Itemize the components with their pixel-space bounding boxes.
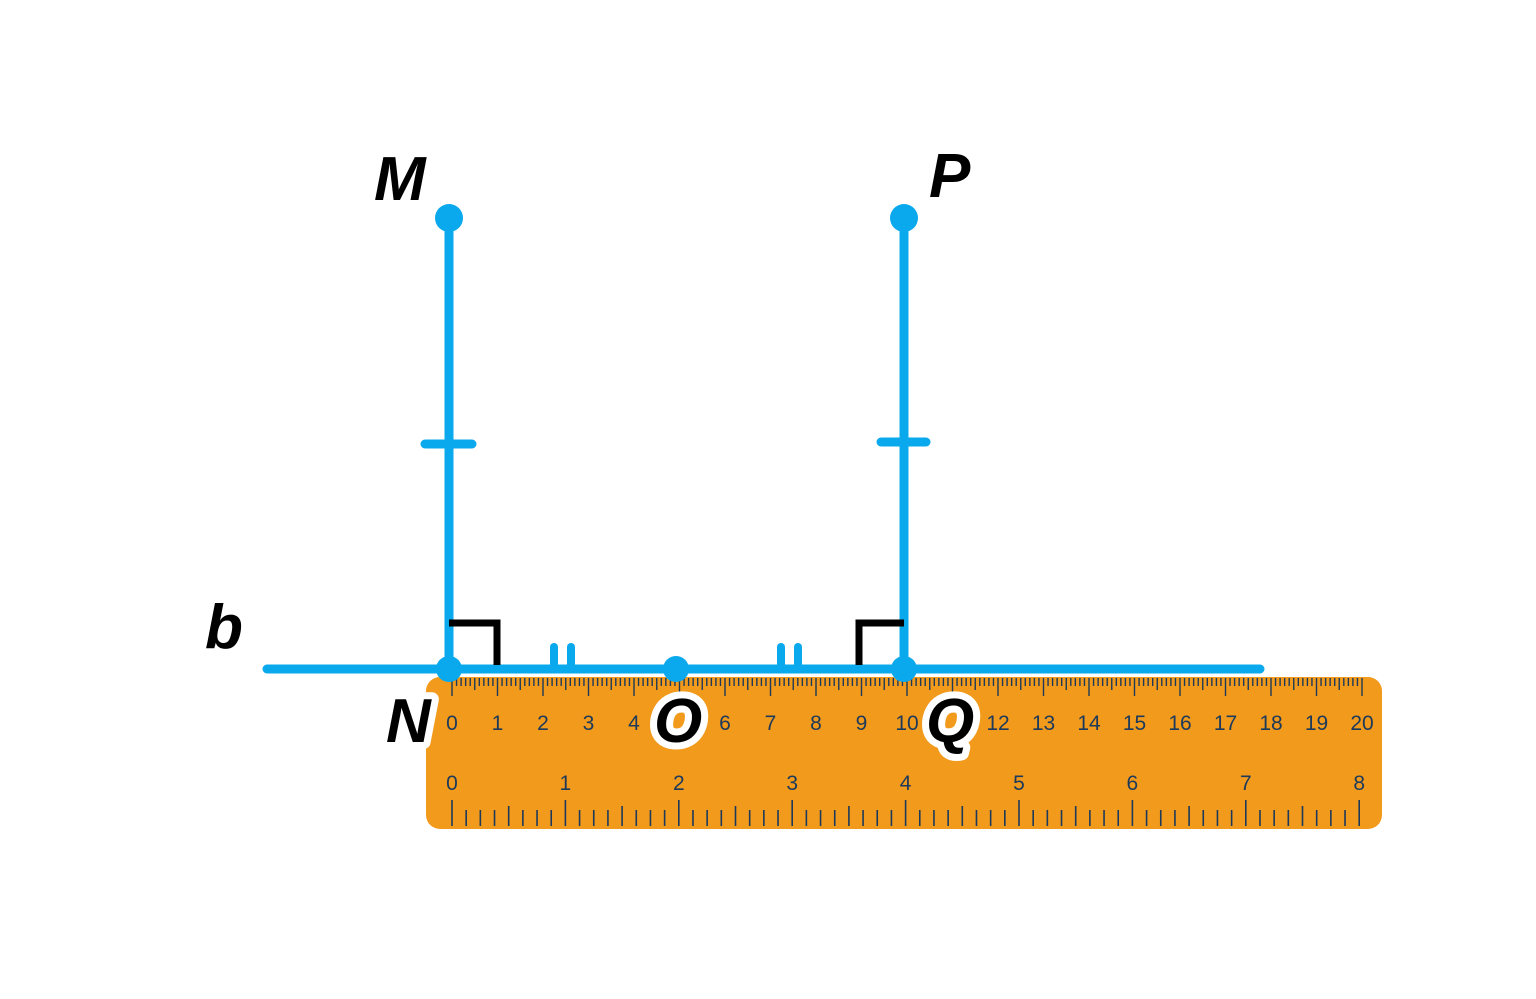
inch-number: 1 [560,772,572,795]
cm-number: 14 [1077,712,1101,735]
inch-number: 7 [1240,772,1252,795]
label-o: O [654,687,702,756]
cm-number: 7 [765,712,777,735]
inch-number: 3 [786,772,798,795]
cm-number: 10 [895,712,918,735]
cm-number: 8 [810,712,822,735]
point-q [891,656,917,682]
cm-number: 9 [856,712,868,735]
inch-number: 6 [1127,772,1139,795]
cm-number: 18 [1259,712,1282,735]
right-angle-marker-n [449,619,501,665]
label-q: Q [926,687,974,756]
cm-number: 2 [537,712,549,735]
cm-number: 16 [1168,712,1191,735]
inch-number: 0 [446,772,458,795]
inch-number: 8 [1353,772,1365,795]
cm-number: 4 [628,712,640,735]
cm-number: 3 [583,712,595,735]
label-p: P [929,142,971,211]
cm-number: 20 [1350,712,1373,735]
point-m [435,204,463,232]
cm-number: 19 [1305,712,1328,735]
cm-number: 15 [1123,712,1146,735]
label-n: N [386,687,432,756]
ruler-cm-ticks [451,678,1363,696]
cm-number: 17 [1214,712,1237,735]
inch-number: 5 [1013,772,1025,795]
inch-number: 4 [900,772,912,795]
point-o [663,656,689,682]
ruler-body [426,677,1382,829]
cm-number: 12 [986,712,1009,735]
right-angle-marker-q [855,619,904,665]
cm-number: 1 [492,712,504,735]
ruler-inch-numbers: 0 1 2 3 4 5 6 7 8 [446,772,1365,795]
label-m: M [374,145,427,214]
inch-number: 2 [673,772,685,795]
point-p [890,204,918,232]
label-b: b [205,593,243,662]
point-n [436,656,462,682]
cm-number: 0 [446,712,458,735]
ruler-inch-ticks [451,800,1360,826]
cm-number: 13 [1032,712,1055,735]
cm-number: 6 [719,712,731,735]
